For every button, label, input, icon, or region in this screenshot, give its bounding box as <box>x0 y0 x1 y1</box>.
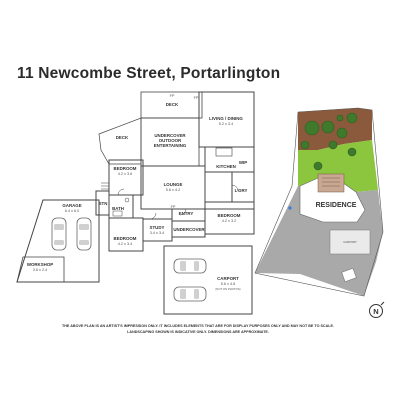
car-icon <box>173 258 207 274</box>
site-residence-label: RESIDENCE <box>316 202 357 209</box>
fp-label-living: FP <box>194 96 199 100</box>
workshop-label: WORKSHOP <box>27 262 53 267</box>
undercover-outdoor-label-3: ENTERTAINING <box>154 143 187 148</box>
garage-cars <box>51 217 92 251</box>
wip-label: WIP <box>239 160 247 165</box>
laundry <box>231 171 255 203</box>
bedroom-3 <box>204 201 255 235</box>
carport-note: (NOT ON PHOTOS) <box>215 287 240 291</box>
living-label: LIVING / DINING <box>209 116 243 121</box>
site-carport <box>329 229 371 255</box>
deck-left <box>98 117 142 165</box>
bedroom2-label: BEDROOM <box>114 236 137 241</box>
storage <box>95 190 110 216</box>
trees <box>300 112 358 171</box>
bedroom2-dim: 4.2 x 3.4 <box>118 242 133 246</box>
deck-top-label: DECK <box>166 102 179 107</box>
garage-dim: 6.4 x 6.0 <box>65 209 80 213</box>
bedroom3-dim: 4.2 x 3.2 <box>222 219 237 223</box>
north-arrow-icon: N <box>369 301 385 318</box>
storage-label: STN <box>99 201 108 206</box>
car-icon <box>173 286 207 302</box>
undercover-outdoor-label-2: OUTDOOR <box>159 138 182 143</box>
study-dim: 3.4 x 3.4 <box>150 231 165 235</box>
undercover-label: UNDERCOVER <box>173 227 205 232</box>
north-label: N <box>373 307 378 316</box>
garage-label: GARAGE <box>62 203 81 208</box>
undercover-outdoor-label-1: UNDERCOVER <box>154 133 186 138</box>
bedroom1-label: BEDROOM <box>114 166 137 171</box>
living-dim: 5.2 x 3.4 <box>219 122 234 126</box>
disclaimer-line-1: THE ABOVE PLAN IS AN ARTIST'S IMPRESSION… <box>62 324 334 328</box>
bedroom3-label: BEDROOM <box>218 213 241 218</box>
bedroom-2 <box>108 217 144 252</box>
car-icon <box>76 217 92 251</box>
site-boundary <box>254 107 384 297</box>
deck-left-label: DECK <box>116 135 129 140</box>
carport-dim: 5.6 x 4.8 <box>221 282 236 286</box>
disclaimer: THE ABOVE PLAN IS AN ARTIST'S IMPRESSION… <box>62 324 334 334</box>
lounge-dim: 5.6 x 4.2 <box>166 188 181 192</box>
laundry-label: L'DRY <box>235 188 248 193</box>
workshop-dim: 3.6 x 2.4 <box>33 268 48 272</box>
site-shed <box>341 267 357 283</box>
fp-label-top: FP <box>170 94 175 98</box>
site-plan: RESIDENCE CARPORT <box>254 107 384 297</box>
study <box>142 218 173 242</box>
workshop <box>16 256 65 283</box>
bath-label: BATH <box>112 206 124 211</box>
entry-label: ENTRY <box>179 211 194 216</box>
bedroom1-dim: 4.2 x 3.6 <box>118 172 133 176</box>
site-carport-label: CARPORT <box>343 240 357 244</box>
garage <box>16 199 100 283</box>
lounge-label: LOUNGE <box>164 182 183 187</box>
floor-plan <box>16 91 255 283</box>
carport <box>163 245 253 315</box>
fp-label-lounge: FP <box>171 205 176 209</box>
carport-label: CARPORT <box>217 276 239 281</box>
kitchen-label: KITCHEN <box>216 164 236 169</box>
disclaimer-line-2: LANDSCAPING SHOWN IS INDICATIVE ONLY. DI… <box>127 330 269 334</box>
car-icon <box>51 217 67 251</box>
property-address-title: 11 Newcombe Street, Portarlington <box>17 65 281 82</box>
room-labels: FP DECK LIVING / DINING 5.2 x 3.4 FP DEC… <box>27 94 248 291</box>
study-label: STUDY <box>150 225 165 230</box>
